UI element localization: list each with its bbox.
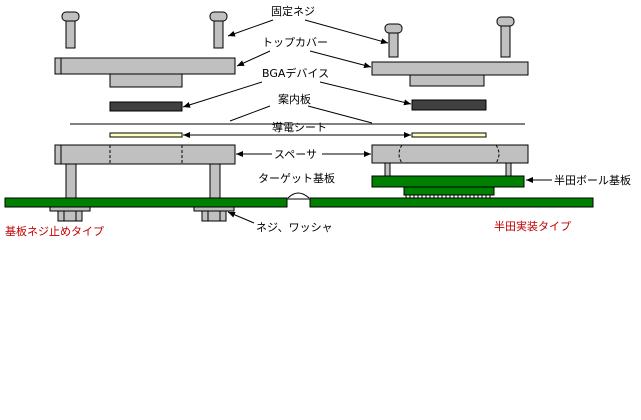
left-nut-1 [49, 206, 91, 222]
right-conductive-sheet [411, 132, 487, 138]
right-pin-2 [505, 162, 512, 177]
label-guide-plate: 案内板 [278, 92, 311, 106]
left-screw-2 [209, 11, 228, 49]
right-top-cover [371, 61, 529, 87]
right-solder-ball-board [371, 175, 525, 198]
label-nut-washer: ネジ、ワッシャ [256, 221, 333, 234]
left-assembly [49, 11, 236, 222]
label-spacer: スペーサ [274, 148, 317, 161]
left-bga-device [109, 101, 183, 112]
left-top-cover [54, 57, 236, 88]
label-screw: 固定ネジ [271, 4, 315, 18]
left-nut-2 [193, 206, 235, 222]
left-screw-1 [61, 11, 80, 49]
label-conductive-sheet: 導電シート [272, 120, 327, 134]
right-pin-1 [384, 162, 391, 177]
label-bga-device: BGAデバイス [262, 66, 329, 80]
right-bga-device [411, 99, 487, 111]
label-left-type: 基板ネジ止めタイプ [5, 224, 104, 238]
left-conductive-sheet [109, 132, 183, 138]
left-post-2 [209, 163, 221, 199]
right-screw-1 [384, 23, 403, 58]
label-top-cover: トップカバー [262, 36, 328, 49]
left-post-1 [65, 163, 77, 199]
right-spacer [371, 144, 529, 164]
left-spacer [54, 144, 236, 165]
leader-lines [182, 19, 552, 224]
label-target-board: ターゲット基板 [258, 171, 335, 185]
target-board [4, 192, 594, 208]
right-screw-2 [496, 16, 515, 58]
right-assembly [371, 16, 529, 198]
label-solder-ball-board: 半田ボール基板 [554, 173, 631, 187]
label-right-type: 半田実装タイプ [494, 219, 571, 233]
